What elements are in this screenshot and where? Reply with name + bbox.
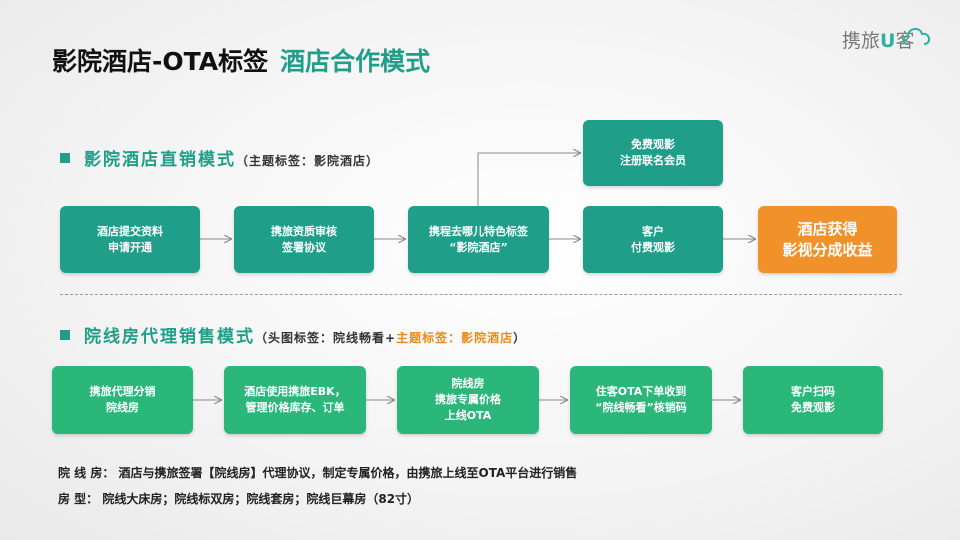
section1-note: （主题标签：影院酒店） <box>236 154 380 168</box>
box-line: 院线房 <box>106 401 139 414</box>
box-line: 客户扫码 <box>791 385 835 399</box>
box-line: 酒店使用携旅EBK， <box>244 385 346 399</box>
flow-step-box: 酒店使用携旅EBK， 管理价格库存、订单 <box>224 366 366 434</box>
page-subtitle: 酒店合作模式 <box>280 47 431 76</box>
flow-step-box: 携旅资质审核 签署协议 <box>234 206 374 273</box>
logo-u: U <box>880 30 896 52</box>
section2-title: 院线房代理销售模式 <box>84 327 255 347</box>
brand-logo: 携旅U客 <box>842 26 930 53</box>
arrow-1-branch <box>477 153 580 206</box>
section-divider <box>60 294 902 295</box>
flow-step-box: 院线房 携旅专属价格 上线OTA <box>397 366 539 434</box>
footer-note-room: 院 线 房： 酒店与携旅签署【院线房】代理协议，制定专属价格，由携旅上线至OTA… <box>58 466 578 480</box>
flow-step-box: 携程去哪儿特色标签 “影院酒店” <box>408 206 549 273</box>
cloud-icon <box>902 28 930 45</box>
flow-step-box: 客户 付费观影 <box>583 206 723 273</box>
box-line: “院线畅看”核销码 <box>595 401 687 414</box>
box-line: 携程去哪儿特色标签 <box>429 224 528 238</box>
box-line: 客户 <box>642 224 664 238</box>
box-line: 注册联名会员 <box>620 154 686 167</box>
flow-step-box: 酒店提交资料 申请开通 <box>60 206 200 273</box>
box-line: 签署协议 <box>282 240 326 254</box>
page-title-main: 影院酒店-OTA标签 <box>52 47 269 76</box>
square-bullet-icon <box>60 153 70 163</box>
box-line: “影院酒店” <box>449 240 508 254</box>
box-line: 携旅代理分销 <box>89 385 156 399</box>
square-bullet-icon <box>60 330 70 340</box>
flow-result-box: 酒店获得 影视分成收益 <box>758 206 897 273</box>
flow-step-box: 携旅代理分销 院线房 <box>52 366 193 434</box>
section1-heading: 影院酒店直销模式（主题标签：影院酒店） <box>60 145 379 170</box>
box-line: 影视分成收益 <box>782 240 873 259</box>
logo-text: 携旅 <box>842 30 881 52</box>
section1-title: 影院酒店直销模式 <box>84 150 236 170</box>
box-line: 管理价格库存、订单 <box>245 401 345 414</box>
flow-step-box: 住客OTA下单收到 “院线畅看”核销码 <box>570 366 712 434</box>
section2-note-c: ） <box>513 331 527 345</box>
page-title: 影院酒店-OTA标签酒店合作模式 <box>52 42 430 78</box>
box-line: 住客OTA下单收到 <box>595 385 687 399</box>
footer-note-types: 房 型： 院线大床房；院线标双房；院线套房；院线巨幕房（82寸） <box>58 492 420 506</box>
box-line: 酒店提交资料 <box>97 224 163 238</box>
logo-text2: 客 <box>895 30 915 52</box>
flow-step-box: 客户扫码 免费观影 <box>743 366 883 434</box>
section2-note-highlight: 主题标签：影院酒店 <box>396 331 514 345</box>
flow-branch-box: 免费观影 注册联名会员 <box>583 120 723 186</box>
section2-note: （头图标签：院线畅看+主题标签：影院酒店） <box>255 331 526 345</box>
box-line: 携旅专属价格 <box>435 393 501 407</box>
box-line: 携旅资质审核 <box>271 224 337 238</box>
box-line: 付费观影 <box>631 240 675 254</box>
section2-note-a: （头图标签：院线畅看+ <box>255 331 397 345</box>
box-line: 免费观影 <box>791 401 835 414</box>
box-line: 上线OTA <box>444 408 492 422</box>
box-line: 申请开通 <box>108 240 152 254</box>
box-line: 院线房 <box>451 377 485 391</box>
section2-heading: 院线房代理销售模式（头图标签：院线畅看+主题标签：影院酒店） <box>60 322 526 347</box>
box-line: 免费观影 <box>631 138 675 152</box>
box-line: 酒店获得 <box>797 219 858 238</box>
